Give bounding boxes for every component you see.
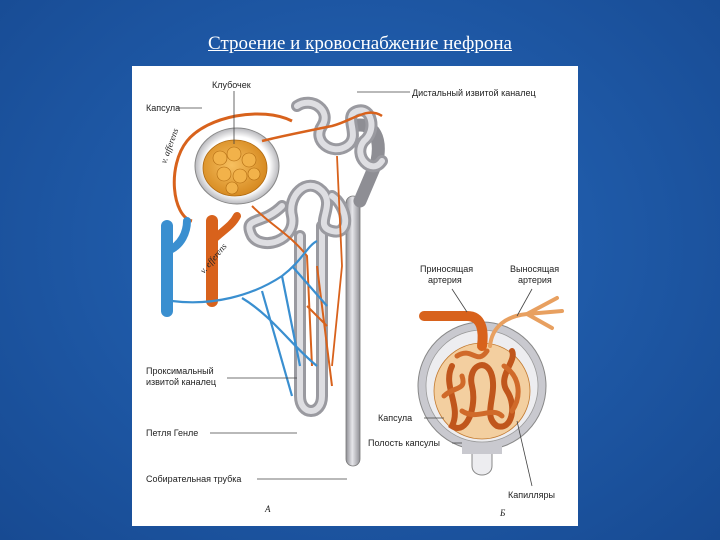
collecting-duct [345, 195, 361, 467]
label-glomerulus: Клубочек [212, 80, 251, 90]
label-afferent-b-line2: артерия [428, 275, 462, 285]
venous-network [171, 240, 328, 397]
label-capsule-b: Капсула [378, 413, 412, 423]
nephron-figure: Клубочек Капсула Дистальный извитой кана… [132, 66, 578, 526]
label-henle-loop: Петля Генле [146, 428, 198, 438]
label-figure-a: А [264, 504, 271, 514]
label-collecting-duct: Собирательная трубка [146, 474, 241, 484]
efferent-artery-b [488, 296, 564, 348]
label-figure-b: Б [499, 508, 506, 518]
nephron-drawing-b [417, 288, 564, 487]
label-distal-tubule: Дистальный извитой каналец [412, 88, 536, 98]
label-efferent-b-line2: артерия [518, 275, 552, 285]
glomerulus-a [202, 139, 268, 197]
slide-title: Строение и кровоснабжение нефрона [208, 33, 512, 54]
efferent-arteriole [251, 205, 333, 387]
label-efferent-b-line1: Выносящая [510, 264, 559, 274]
label-capillaries: Капилляры [508, 490, 555, 500]
label-capsule-a: Капсула [146, 103, 180, 113]
afferent-artery-b [419, 311, 488, 351]
glomerulus-b [433, 342, 531, 440]
label-afferent-b-line1: Приносящая [420, 264, 473, 274]
label-proximal-line2: извитой каналец [146, 377, 216, 387]
label-capsule-cavity: Полость капсулы [368, 438, 440, 448]
label-proximal-line1: Проксимальный [146, 366, 214, 376]
nephron-drawing-a [161, 91, 410, 480]
henle-loop-highlight [297, 223, 325, 414]
nephron-diagram: Клубочек Капсула Дистальный извитой кана… [146, 80, 564, 518]
afferent-arteriole [172, 112, 293, 223]
